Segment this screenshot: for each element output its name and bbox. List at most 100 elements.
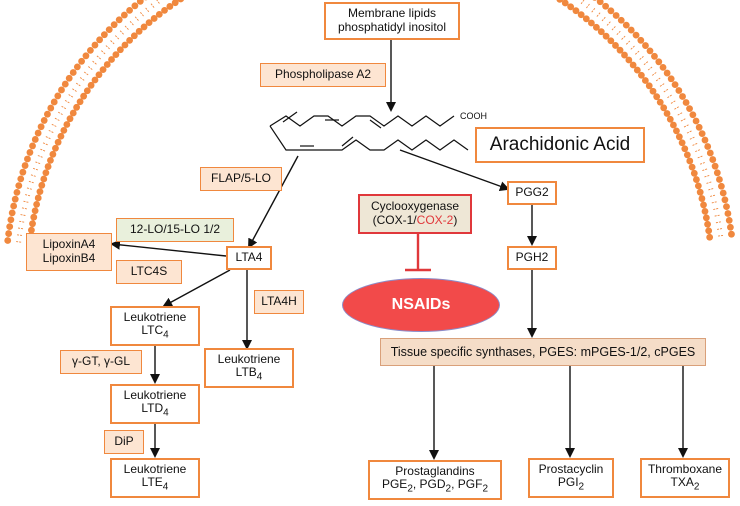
lta4-label: LTA4: [235, 250, 263, 265]
lipid-head: [145, 19, 153, 27]
lipid-head: [723, 203, 730, 211]
lipid-tail: [689, 130, 692, 133]
lipid-head: [675, 87, 683, 94]
lipid-head: [31, 207, 39, 215]
lipid-head: [622, 21, 630, 29]
lipid-tail: [645, 61, 649, 64]
lipid-tail: [26, 187, 30, 189]
lipid-tail: [112, 42, 115, 45]
lipid-tail: [680, 119, 683, 122]
nsaids-ellipse: NSAIDs: [342, 278, 500, 332]
lipid-head: [621, 51, 628, 59]
lipid-head: [105, 26, 113, 34]
lipid-head: [24, 155, 31, 163]
lipid-head: [57, 132, 65, 140]
lipid-head: [99, 66, 107, 74]
lipid-head: [136, 0, 144, 5]
arachidonic-label: Arachidonic Acid: [489, 134, 631, 156]
lipid-head: [120, 11, 128, 19]
lipid-tail: [611, 28, 614, 31]
lipid-head: [34, 129, 42, 137]
lipid-tail: [697, 149, 701, 151]
ltb4-box: Leukotriene LTB4: [204, 348, 294, 388]
lipid-head: [706, 149, 714, 157]
lipid-head: [597, 28, 605, 36]
lipid-head: [698, 195, 706, 202]
lipid-tail: [94, 62, 97, 65]
thromboxane-line2: TXA2: [670, 475, 700, 493]
prostaglandins-line1: Prostaglandins: [395, 463, 475, 478]
lipid-head: [688, 163, 696, 171]
lipid-tail: [141, 14, 144, 17]
lipid-head: [40, 117, 48, 124]
lipid-tail: [114, 35, 118, 38]
lipid-tail: [663, 90, 666, 93]
lipid-head: [50, 98, 58, 106]
lipid-tail: [591, 10, 594, 13]
dip-box: DiP: [104, 430, 144, 454]
lipid-head: [42, 169, 50, 177]
lipid-tail: [587, 3, 590, 6]
lipid-tail: [677, 113, 680, 116]
lipid-tail: [54, 117, 57, 120]
lipid-head: [705, 227, 713, 235]
lipid-tail: [637, 50, 640, 53]
lipid-head: [670, 121, 677, 129]
lipid-head: [52, 144, 59, 152]
lipid-tail: [702, 169, 705, 171]
lipid-head: [587, 19, 595, 27]
lipid-head: [663, 69, 671, 77]
lipid-tail: [35, 168, 38, 171]
lipid-tail: [695, 150, 698, 153]
lipoxygenase-box: 12-LO/15-LO 1/2: [116, 218, 234, 242]
lipid-head: [100, 31, 108, 39]
lipid-head: [660, 104, 668, 112]
lipid-head: [646, 47, 654, 55]
lipid-tail: [33, 175, 36, 177]
lipid-head: [653, 93, 661, 101]
lipid-tail: [147, 9, 150, 13]
lipid-head: [131, 2, 139, 10]
prostacyclin-line2: PGI2: [557, 475, 585, 493]
lipid-tail: [710, 195, 713, 197]
lipid-head: [695, 123, 703, 131]
lipid-tail: [623, 35, 626, 38]
lipid-tail: [92, 60, 95, 63]
lipid-tail: [639, 57, 642, 60]
lipid-head: [683, 151, 691, 159]
lipid-tail: [86, 73, 89, 76]
lipid-head: [28, 226, 35, 234]
gamma-gt-box: γ-GT, γ-GL: [60, 350, 142, 374]
lipid-head: [87, 81, 95, 89]
lipid-head: [701, 136, 709, 144]
lipid-head: [698, 130, 706, 138]
lipid-tail: [708, 188, 711, 191]
lipid-head: [625, 56, 633, 64]
dip-label: DiP: [114, 434, 134, 449]
lipid-head: [78, 57, 85, 65]
lipid-tail: [96, 55, 99, 58]
nsaid-inhibition: [405, 234, 431, 272]
lipid-tail: [586, 6, 588, 9]
lipid-tail: [136, 18, 139, 21]
lipid-tail: [30, 174, 33, 176]
lipid-tail: [126, 27, 129, 30]
lipid-tail: [618, 30, 621, 33]
lipid-head: [686, 157, 694, 165]
tissue-label: Tissue specific synthases, PGES: mPGES-1…: [390, 344, 696, 359]
lipid-head: [83, 87, 91, 95]
lipid-tail: [711, 188, 714, 190]
lta4-box: LTA4: [226, 246, 272, 270]
lipid-head: [725, 216, 733, 224]
lipid-head: [641, 77, 649, 84]
lipid-tail: [54, 125, 57, 127]
lipid-head: [44, 163, 52, 170]
lipid-head: [607, 37, 615, 45]
lipid-tail: [689, 137, 692, 140]
lipid-head: [38, 181, 46, 189]
lipid-head: [632, 31, 640, 39]
lipid-head: [21, 162, 29, 169]
lipid-tail: [83, 71, 87, 74]
lipid-tail: [613, 26, 616, 29]
lipid-head: [65, 74, 73, 82]
